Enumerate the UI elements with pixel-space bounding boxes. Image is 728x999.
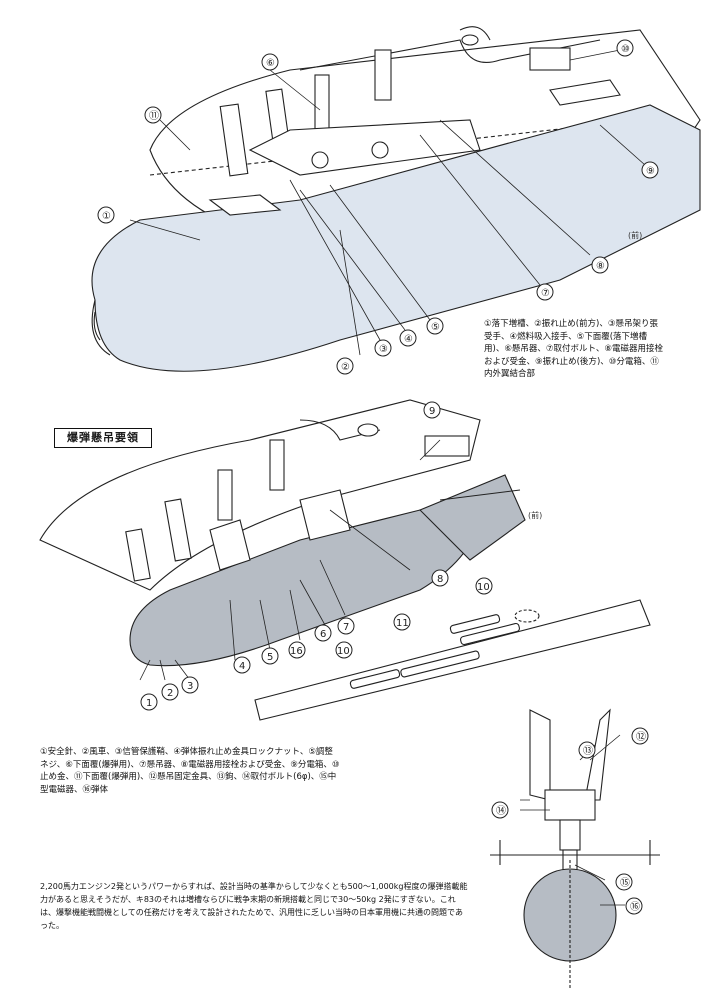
top-figure	[91, 26, 701, 372]
bottom-front-label: (前)	[528, 510, 542, 520]
svg-text:7: 7	[343, 622, 349, 633]
bottom-legend: ①安全針、②風車、③信管保護鞘、④弾体振れ止め金具ロックナット、⑤調整ネジ、⑥下…	[40, 747, 340, 795]
drop-tank	[91, 104, 701, 372]
bottom-callouts: 1 2 3 4 5 16 6 7 8 9 10 10 11 (前)	[140, 401, 542, 711]
top-front-label: (前)	[628, 230, 642, 240]
svg-text:6: 6	[320, 629, 326, 640]
bottom-figure	[39, 399, 651, 721]
svg-text:⑪: ⑪	[149, 110, 159, 122]
svg-text:2: 2	[167, 688, 173, 699]
top-legend: ①落下増槽、②振れ止め(前方)、③懸吊架り張受手、④燃料吸入接手、⑤下面覆(落下…	[484, 319, 664, 379]
svg-text:1: 1	[146, 698, 152, 709]
svg-text:11: 11	[396, 618, 409, 629]
detail-figure	[490, 708, 660, 990]
svg-text:②: ②	[341, 362, 350, 373]
svg-text:⑦: ⑦	[541, 288, 550, 299]
top-callouts: ① ⑪ ⑥ ⑩ ⑨ ⑧ ⑦ ⑤ ④ ③ ② (前)	[97, 39, 659, 375]
svg-text:10: 10	[477, 582, 490, 593]
svg-text:⑬: ⑬	[583, 745, 593, 757]
svg-text:10: 10	[337, 646, 350, 657]
svg-text:⑨: ⑨	[646, 166, 655, 177]
svg-text:⑫: ⑫	[636, 731, 646, 743]
svg-text:④: ④	[404, 334, 413, 345]
detail-callouts: ⑫ ⑬ ⑭ ⑮ ⑯	[491, 727, 649, 915]
svg-text:⑩: ⑩	[621, 44, 630, 55]
svg-text:9: 9	[429, 406, 435, 417]
svg-text:3: 3	[187, 681, 193, 692]
svg-text:⑮: ⑮	[620, 877, 630, 889]
svg-text:4: 4	[239, 661, 245, 672]
svg-text:⑥: ⑥	[266, 58, 275, 69]
svg-text:16: 16	[290, 646, 303, 657]
svg-text:8: 8	[437, 574, 443, 585]
svg-text:⑭: ⑭	[496, 805, 506, 817]
svg-text:⑤: ⑤	[431, 322, 440, 333]
section-title: 爆弾懸吊要領	[54, 428, 152, 448]
svg-text:5: 5	[267, 652, 273, 663]
svg-text:⑧: ⑧	[596, 261, 605, 272]
svg-text:③: ③	[379, 344, 388, 355]
svg-text:①: ①	[102, 211, 111, 222]
body-paragraph: 2,200馬力エンジン2発というパワーからすれば、設計当時の基準からして少なくと…	[40, 882, 468, 930]
svg-text:⑯: ⑯	[630, 901, 640, 913]
